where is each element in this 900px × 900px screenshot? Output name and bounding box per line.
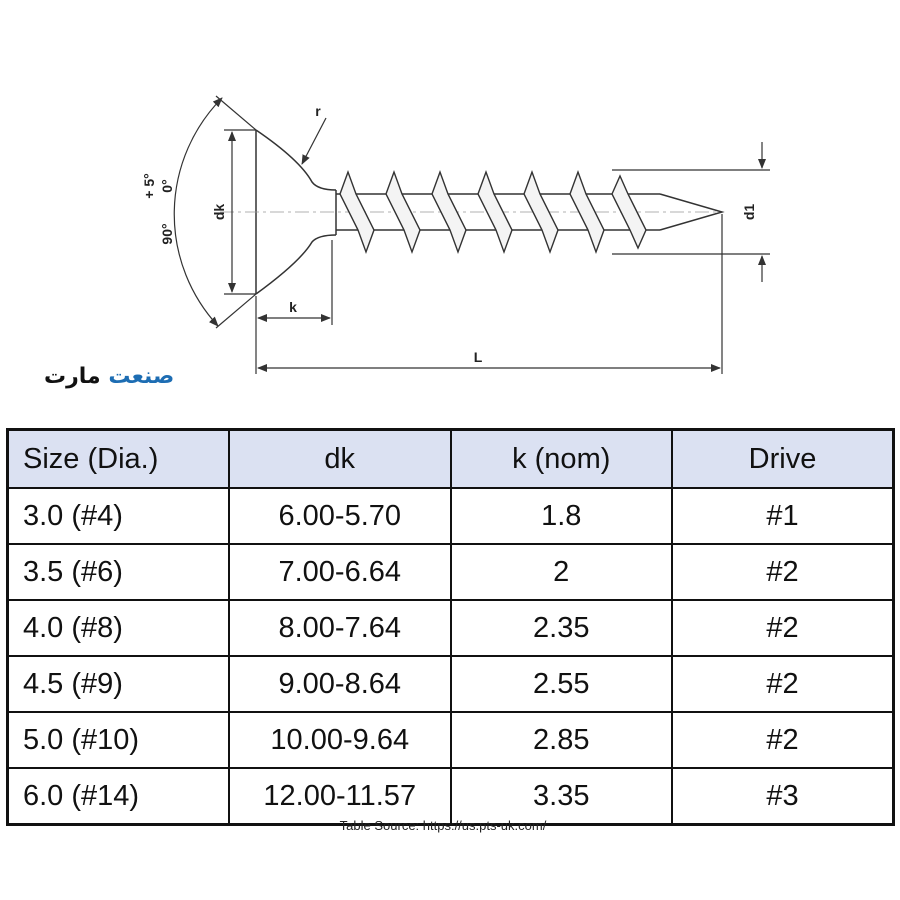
thread-crest bbox=[611, 174, 647, 250]
cell-size: 4.0 (#8) bbox=[6, 599, 230, 657]
column-header-drive: Drive bbox=[671, 428, 895, 489]
cell-drive: #2 bbox=[671, 655, 895, 713]
d1-label: d1 bbox=[741, 204, 757, 221]
thread-crest bbox=[477, 169, 513, 255]
cell-size: 5.0 (#10) bbox=[6, 711, 230, 769]
table-row: 3.0 (#4) 6.00-5.70 1.8 #1 bbox=[6, 487, 895, 545]
cell-dk: 7.00-6.64 bbox=[228, 543, 452, 601]
cell-drive: #3 bbox=[671, 767, 895, 826]
thread-crest bbox=[339, 169, 375, 255]
screw-spec-table: Size (Dia.) dk k (nom) Drive 3.0 (#4) 6.… bbox=[6, 428, 895, 826]
dk-label: dk bbox=[211, 204, 227, 221]
brand-logo: صنعت مارت bbox=[44, 364, 174, 389]
column-header-k: k (nom) bbox=[449, 428, 673, 489]
l-dimension bbox=[255, 214, 723, 374]
cell-size: 3.0 (#4) bbox=[6, 487, 230, 545]
brand-word-2: مارت bbox=[44, 364, 101, 389]
thread-crest bbox=[523, 169, 559, 255]
column-header-dk: dk bbox=[228, 428, 452, 489]
dk-dimension bbox=[224, 129, 256, 295]
cell-drive: #2 bbox=[671, 543, 895, 601]
radius-leader bbox=[301, 117, 327, 165]
table-row: 4.0 (#8) 8.00-7.64 2.35 #2 bbox=[6, 599, 895, 657]
cell-size: 3.5 (#6) bbox=[6, 543, 230, 601]
thread-crest bbox=[385, 169, 421, 255]
cell-k: 2.85 bbox=[449, 711, 673, 769]
screw-technical-drawing: dk k L d1 r 90° + 5° 0° bbox=[0, 0, 900, 380]
table-header-row: Size (Dia.) dk k (nom) Drive bbox=[6, 428, 895, 489]
l-label: L bbox=[474, 349, 483, 365]
k-label: k bbox=[289, 299, 297, 315]
brand-word-1: صنعت bbox=[108, 364, 175, 389]
cell-drive: #2 bbox=[671, 711, 895, 769]
cell-k: 2 bbox=[449, 543, 673, 601]
table-source-note: Table Source: https://us.pts-uk.com/ bbox=[339, 818, 547, 833]
cell-k: 3.35 bbox=[449, 767, 673, 826]
cell-dk: 10.00-9.64 bbox=[228, 711, 452, 769]
tolerance-plus-label: + 5° bbox=[141, 173, 157, 198]
cell-drive: #2 bbox=[671, 599, 895, 657]
cell-dk: 6.00-5.70 bbox=[228, 487, 452, 545]
r-label: r bbox=[315, 103, 321, 119]
cell-k: 1.8 bbox=[449, 487, 673, 545]
table-row: 3.5 (#6) 7.00-6.64 2 #2 bbox=[6, 543, 895, 601]
thread-crest bbox=[431, 169, 467, 255]
tolerance-minus-label: 0° bbox=[159, 179, 175, 192]
cell-k: 2.35 bbox=[449, 599, 673, 657]
screw-shank bbox=[220, 190, 725, 235]
cell-size: 6.0 (#14) bbox=[6, 767, 230, 826]
cell-drive: #1 bbox=[671, 487, 895, 545]
column-header-size: Size (Dia.) bbox=[6, 428, 230, 489]
cell-dk: 9.00-8.64 bbox=[228, 655, 452, 713]
cell-dk: 12.00-11.57 bbox=[228, 767, 452, 826]
angle-arc bbox=[173, 95, 257, 329]
screw-threads bbox=[339, 169, 647, 255]
thread-crest bbox=[569, 169, 605, 255]
cell-dk: 8.00-7.64 bbox=[228, 599, 452, 657]
angle-label: 90° bbox=[159, 223, 175, 244]
cell-size: 4.5 (#9) bbox=[6, 655, 230, 713]
d1-dimension bbox=[612, 142, 770, 282]
table-row: 5.0 (#10) 10.00-9.64 2.85 #2 bbox=[6, 711, 895, 769]
table-row: 6.0 (#14) 12.00-11.57 3.35 #3 bbox=[6, 767, 895, 826]
k-dimension bbox=[255, 240, 333, 325]
table-row: 4.5 (#9) 9.00-8.64 2.55 #2 bbox=[6, 655, 895, 713]
cell-k: 2.55 bbox=[449, 655, 673, 713]
